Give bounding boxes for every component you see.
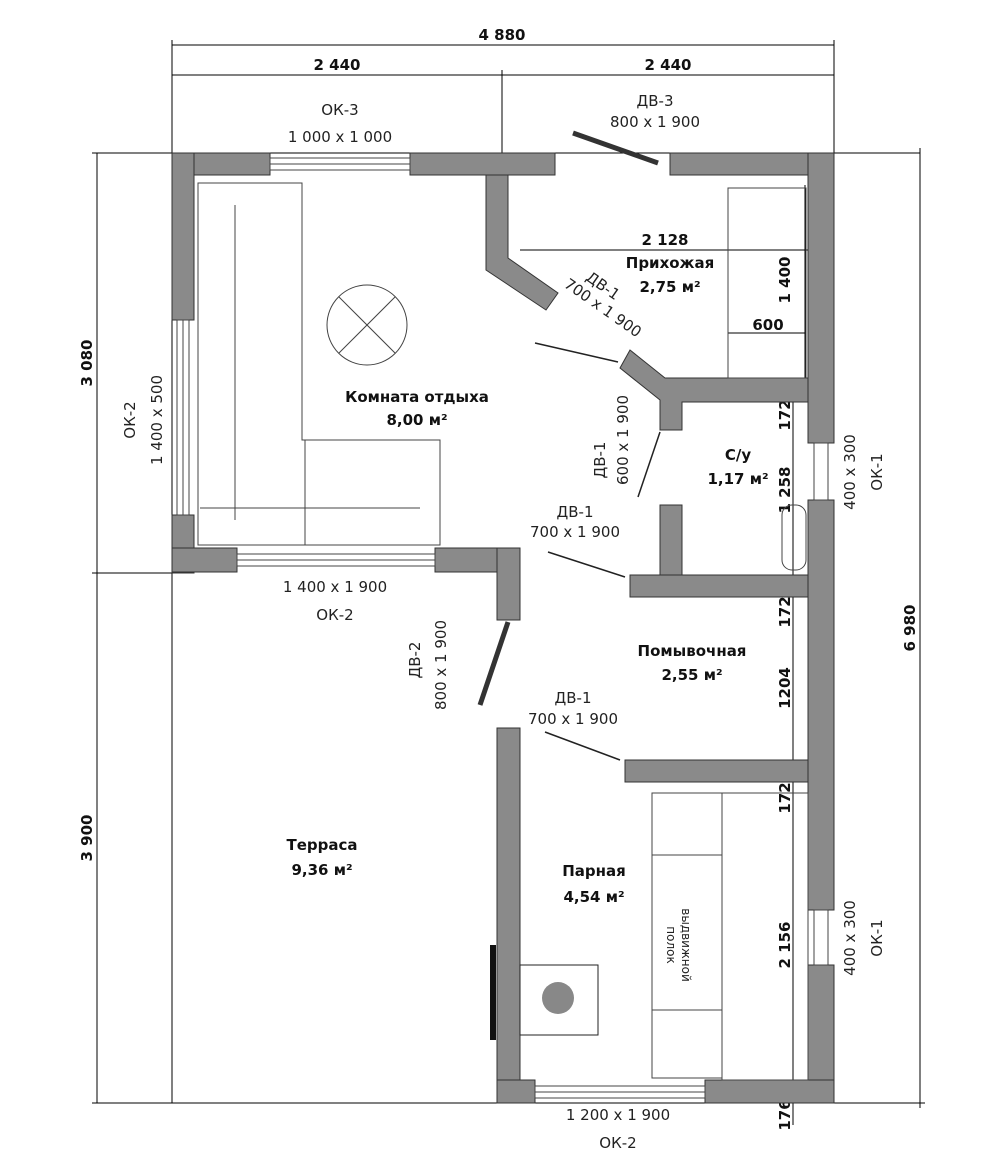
dim-wash-wall: 172 [776,596,794,627]
ok2-left-code: ОК-2 [121,401,139,438]
ok3-code: ОК-3 [321,101,358,119]
ok1-top-size: 400 х 300 [841,434,859,510]
dv1-wc-size: 600 х 1 900 [614,395,632,485]
dv2-size: 800 х 1 900 [432,620,450,710]
walls [171,152,835,1104]
dim-wardrobe-w: 600 [752,316,783,334]
dv1-steam-code: ДВ-1 [555,689,592,707]
dim-left-half: 2 440 [314,56,361,74]
room-labels: Комната отдыха 8,00 м² Прихожая 2,75 м² … [286,254,768,906]
dv1-wash-code: ДВ-1 [557,503,594,521]
dv1-steam-size: 700 х 1 900 [528,710,618,728]
dim-wc-h: 1 258 [776,467,794,514]
room-name: Помывочная [638,642,747,660]
dim-steam-wall: 172 [776,782,794,813]
dim-wardrobe-h: 1 400 [776,257,794,304]
room-area: 1,17 м² [707,470,768,488]
ok2-steam-code: ОК-2 [599,1134,636,1152]
ok1-bottom-code: ОК-1 [868,919,886,956]
dv3-size: 800 х 1 900 [610,113,700,131]
ok2-rest-code: ОК-2 [316,606,353,624]
room-area: 2,75 м² [639,278,700,296]
dim-total-width: 4 880 [479,26,526,44]
room-area: 4,54 м² [563,888,624,906]
furniture [197,182,809,1081]
ceiling-lamp-icon [326,284,408,366]
ok3-size: 1 000 х 1 000 [288,128,392,146]
dim-right-half: 2 440 [645,56,692,74]
ok1-bottom-size: 400 х 300 [841,900,859,976]
openings [176,130,829,1099]
dim-wc-wall: 172 [776,399,794,430]
dv2-code: ДВ-2 [406,642,424,679]
room-area: 8,00 м² [386,411,447,429]
ok2-rest-size: 1 400 х 1 900 [283,578,387,596]
dv1-wc-code: ДВ-1 [591,442,609,479]
room-area: 2,55 м² [661,666,722,684]
ok2-left-size: 1 400 х 500 [148,375,166,465]
room-name: Терраса [286,836,357,854]
dim-steam-h: 2 156 [776,922,794,969]
dim-right-total: 6 980 [901,605,919,652]
dim-left-bottom: 3 900 [78,815,96,862]
shelf-label-2: полок [664,926,678,963]
dim-wash-h: 1204 [776,667,794,709]
room-name: С/у [725,446,751,464]
ok1-top-code: ОК-1 [868,453,886,490]
bathtub-icon [781,504,807,571]
ok2-steam-size: 1 200 х 1 900 [566,1106,670,1124]
dim-left-top: 3 080 [78,340,96,387]
room-area: 9,36 м² [291,861,352,879]
room-name: Комната отдыха [345,388,489,406]
dv3-code: ДВ-3 [637,92,674,110]
dim-bottom-wall: 176 [776,1099,794,1130]
dv1-wash-size: 700 х 1 900 [530,523,620,541]
dim-hall-width: 2 128 [642,231,689,249]
room-name: Парная [562,862,626,880]
shelf-label-1: выдвижной [679,908,693,982]
room-name: Прихожая [626,254,714,272]
